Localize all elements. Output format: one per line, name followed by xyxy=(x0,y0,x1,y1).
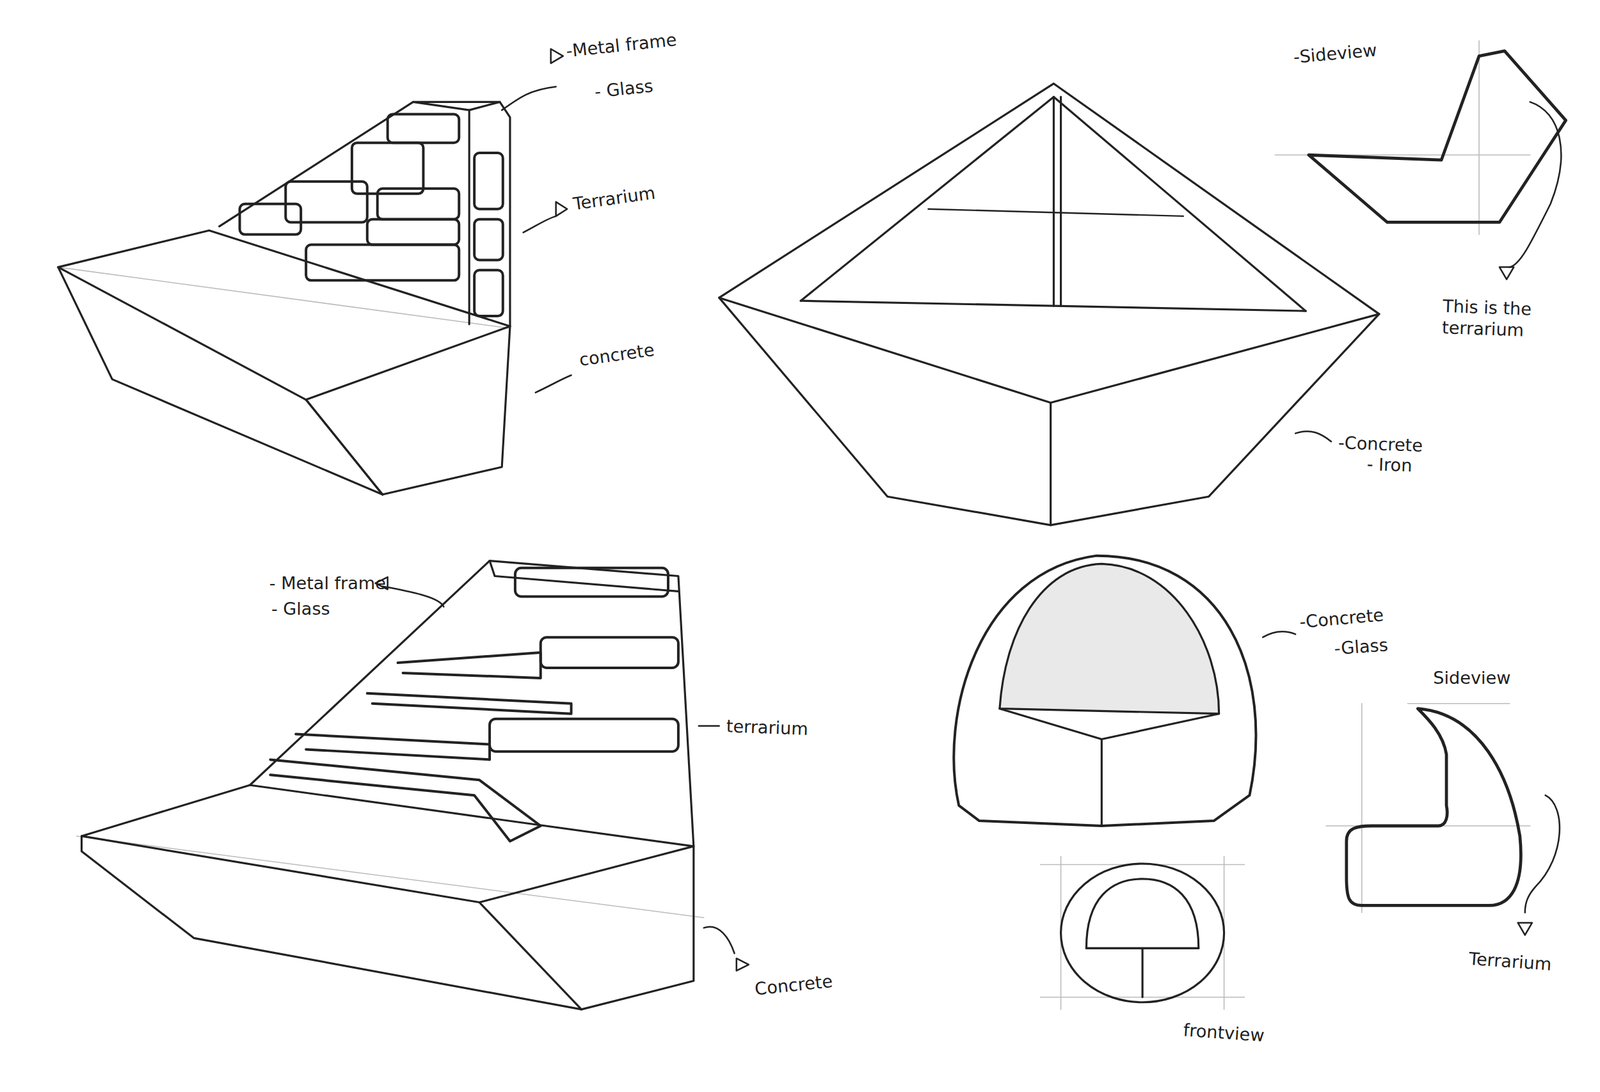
annotation-label: This is the terrarium xyxy=(1441,295,1597,345)
annotation-label: - Glass xyxy=(593,75,655,104)
annotation-label: terrarium xyxy=(725,716,809,741)
annotation-label: -Concrete xyxy=(1298,604,1385,634)
annotation-label: -Concrete xyxy=(1338,432,1424,457)
annotation-label: Terrarium xyxy=(1468,948,1552,976)
annotation-label: Concrete xyxy=(753,970,834,1001)
annotation-label: -Glass xyxy=(1333,634,1389,661)
annotation-label: - Glass xyxy=(271,599,331,621)
annotation-label: Terrarium xyxy=(571,182,657,216)
annotation-label: - Iron xyxy=(1366,453,1413,477)
annotation-label: frontview xyxy=(1182,1020,1266,1048)
annotation-label: - Metal frame xyxy=(269,573,386,596)
annotation-label: -Metal frame xyxy=(565,29,678,63)
annotation-label: -Sideview xyxy=(1292,39,1378,69)
annotation-label: concrete xyxy=(577,339,656,372)
annotation-label: Sideview xyxy=(1432,668,1511,690)
